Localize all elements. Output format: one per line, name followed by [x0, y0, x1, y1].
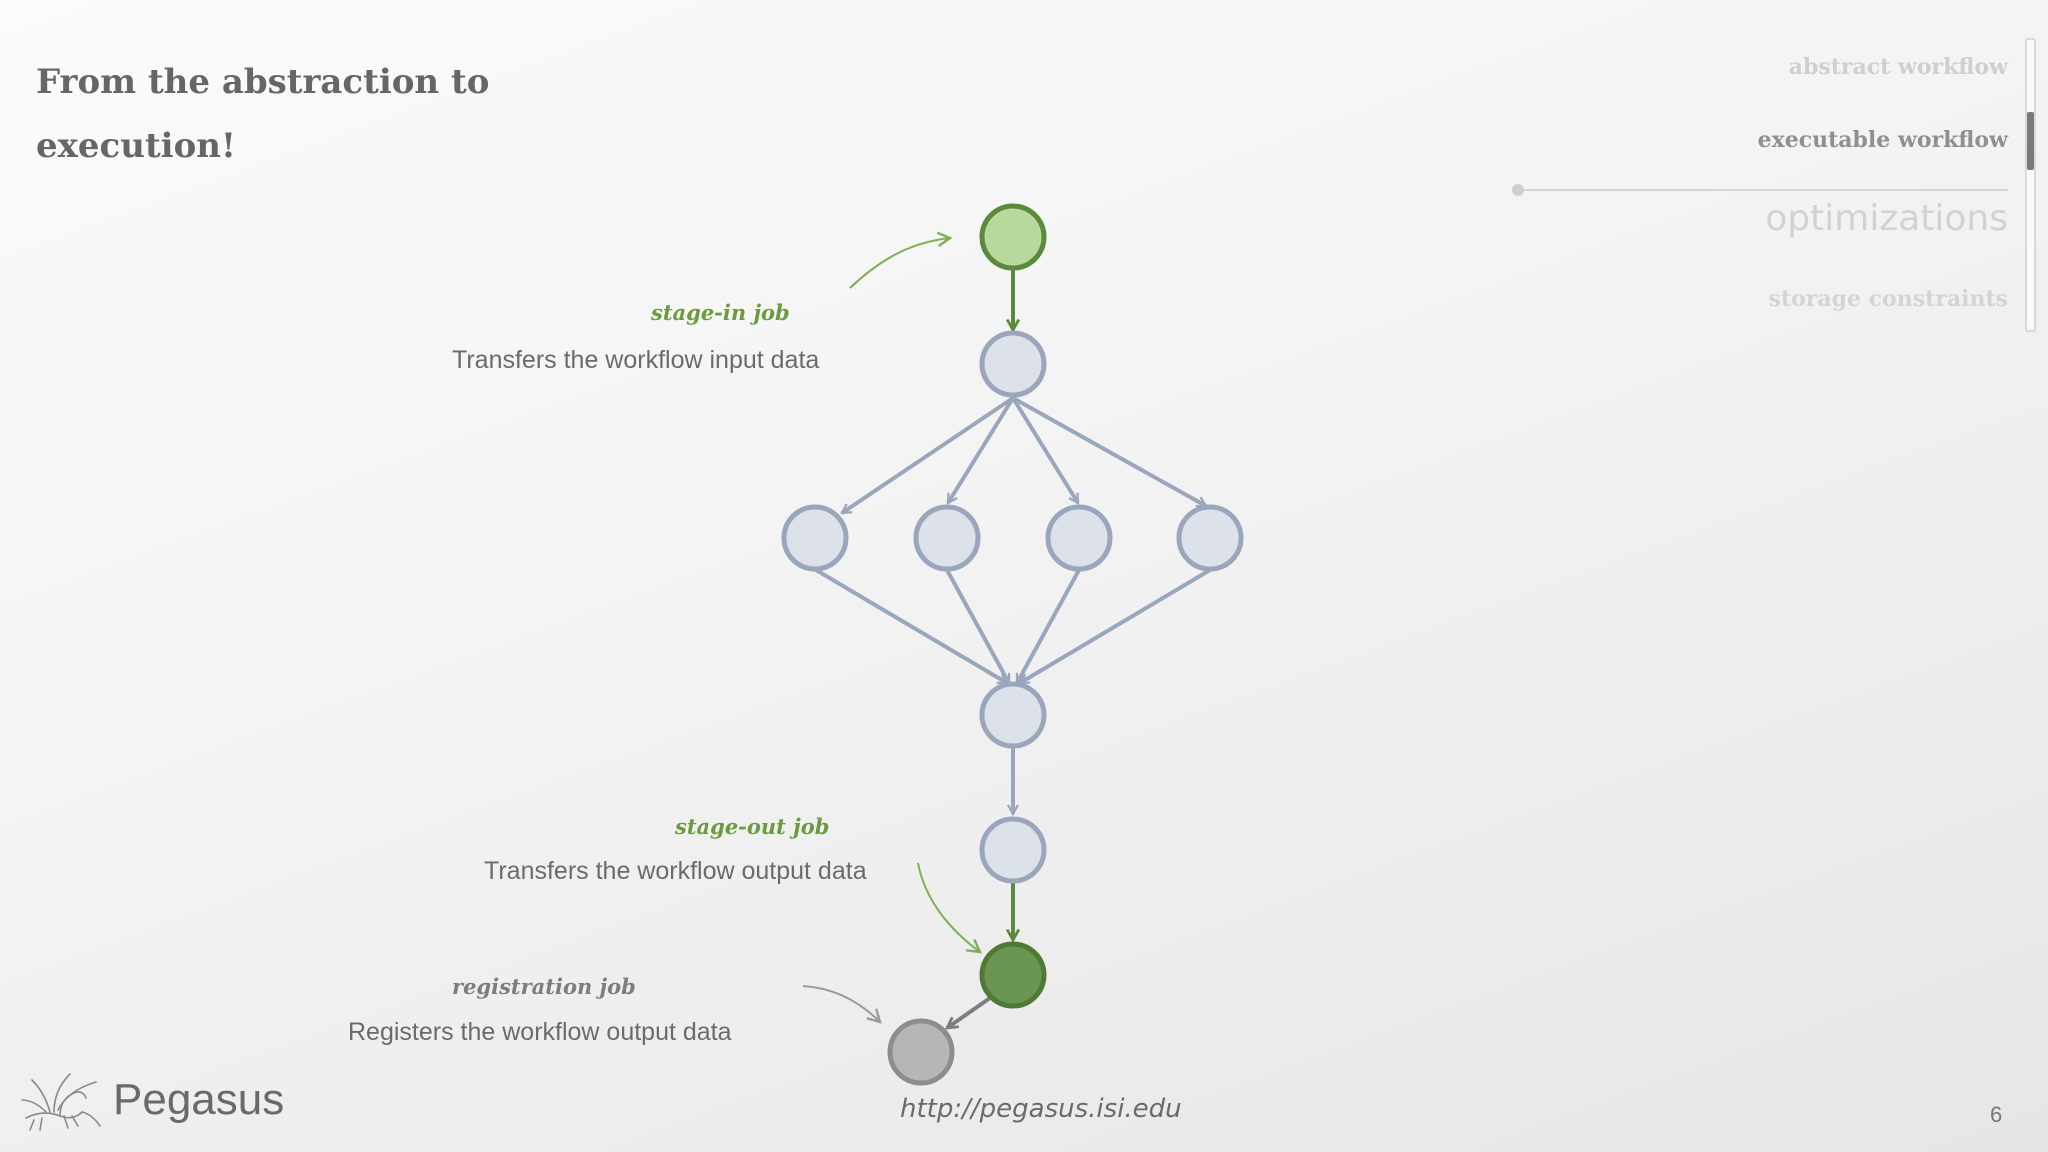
edge-root-to-b — [946, 396, 1015, 503]
edge-root-to-c — [1011, 396, 1080, 503]
nav-item-executable-workflow[interactable]: executable workflow — [1757, 127, 2008, 153]
edge-root-to-a — [842, 396, 1015, 515]
node-registration — [887, 1018, 955, 1086]
footer-brand-name: Pegasus — [113, 1075, 285, 1124]
stage-out-pointer-arrow — [917, 862, 982, 954]
registration-job-title: registration job — [452, 974, 636, 999]
node-task-c — [1045, 504, 1113, 572]
stage-in-pointer-arrow — [849, 231, 953, 289]
footer-url-link[interactable]: http://pegasus.isi.edu — [900, 1094, 1182, 1124]
stage-in-job-description: Transfers the workflow input data — [452, 346, 820, 374]
nav-divider-dot — [1512, 184, 1524, 196]
nav-divider-line — [1514, 189, 2008, 191]
nav-item-abstract-workflow[interactable]: abstract workflow — [1788, 54, 2008, 80]
edge-b-to-join — [945, 569, 1011, 683]
node-root — [979, 330, 1047, 398]
edge-root-to-d — [1012, 396, 1206, 508]
nav-item-storage-constraints[interactable]: storage constraints — [1768, 286, 2008, 312]
node-join — [979, 681, 1047, 749]
nav-scroll-thumb[interactable] — [2027, 112, 2034, 170]
stage-out-job-description: Transfers the workflow output data — [484, 857, 867, 885]
node-task-a — [781, 504, 849, 572]
page-number: 6 — [1990, 1102, 2003, 1127]
node-task-d — [1176, 504, 1244, 572]
nav-item-optimizations[interactable]: optimizations — [1765, 198, 2008, 239]
edge-d-to-join — [1020, 568, 1212, 685]
node-stage-out — [979, 941, 1047, 1009]
edge-a-to-join — [814, 568, 1007, 685]
node-pre-stage-out — [979, 816, 1047, 884]
stage-in-job-title: stage-in job — [651, 300, 790, 325]
stage-out-job-title: stage-out job — [675, 814, 830, 839]
slide-title: From the abstraction to execution! — [36, 62, 490, 166]
pegasus-logo-icon — [21, 1073, 101, 1131]
node-task-b — [913, 504, 981, 572]
registration-pointer-arrow — [802, 985, 882, 1024]
section-navigator: abstract workflow executable workflow op… — [1488, 0, 2048, 340]
registration-job-description: Registers the workflow output data — [348, 1018, 732, 1046]
nav-scroll-rail[interactable] — [2025, 38, 2036, 332]
node-stage-in — [979, 203, 1047, 271]
edge-green-to-registration — [947, 996, 992, 1028]
edge-c-to-join — [1015, 569, 1081, 683]
